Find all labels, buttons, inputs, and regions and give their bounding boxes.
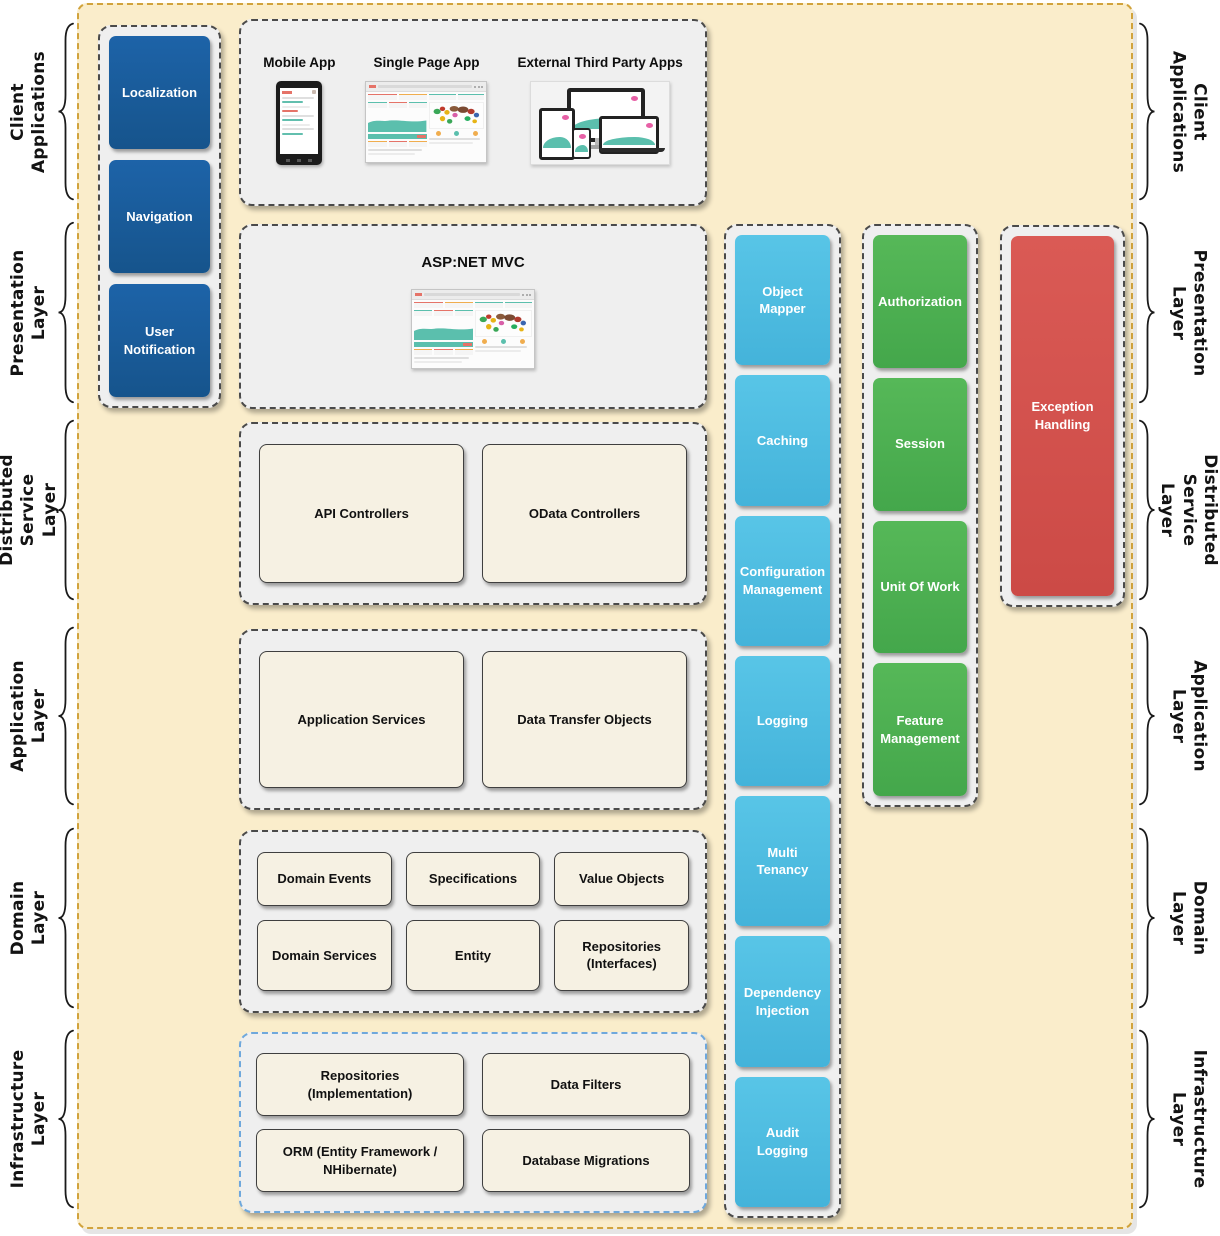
panel-presentation-layer: ASP:NET MVC [239,224,707,409]
column-exception-handling: Exception Handling [1000,225,1125,607]
box-database-migrations: Database Migrations [482,1129,690,1192]
box-value-objects: Value Objects [554,852,689,906]
panel-domain-layer: Domain Events Specifications Value Objec… [239,830,707,1013]
box-repositories-interfaces: Repositories (Interfaces) [554,919,689,991]
figure-external-third-party-apps: External Third Party Apps [517,55,683,165]
node-multi-tenancy: Multi Tenancy [735,796,830,927]
panel-infrastructure-layer: Repositories (Implementation) Data Filte… [239,1032,707,1213]
curly-brace [1137,417,1157,603]
browser-toolbar [412,290,534,300]
asp-net-mvc-image [411,289,535,369]
box-orm: ORM (Entity Framework / NHibernate) [256,1129,464,1192]
column-cross-cutting-b: Authorization Session Unit Of Work Featu… [862,224,978,807]
asp-net-mvc-title: ASP:NET MVC [421,254,525,271]
curly-brace [56,825,76,1011]
curly-brace [56,624,76,808]
world-map-graphic [428,102,485,129]
layer-label-client-applications-left: Client Applications [0,20,77,203]
node-unit-of-work: Unit Of Work [873,520,967,654]
node-navigation: Navigation [109,160,210,273]
box-specifications: Specifications [405,852,541,906]
layer-label-domain-layer-left: Domain Layer [0,825,77,1011]
external-third-party-apps-label: External Third Party Apps [517,55,683,70]
layer-label-application-layer-left: Application Layer [0,624,77,808]
tablet-mockup [539,108,576,160]
panel-distributed-service-layer: API Controllers OData Controllers [239,422,707,605]
node-user-notification: User Notification [109,284,210,397]
laptop-mockup [599,116,660,154]
node-session: Session [873,377,967,511]
curly-brace [1137,20,1157,203]
node-exception-handling: Exception Handling [1011,236,1114,596]
curly-brace [1137,624,1157,808]
layer-label-infrastructure-layer-left: Infrastructure Layer [0,1027,77,1211]
node-feature-management: Feature Management [873,663,967,796]
smartphone-mockup [572,128,592,159]
single-page-app-image [365,81,488,163]
column-ui-components: Localization Navigation User Notificatio… [98,25,221,408]
box-domain-events: Domain Events [257,852,392,906]
layer-label-presentation-layer-right: Presentation Layer [1136,219,1220,406]
node-caching: Caching [735,375,830,506]
curly-brace [56,20,76,203]
curly-brace [56,417,76,603]
node-logging: Logging [735,655,830,787]
node-audit-logging: Audit Logging [735,1076,830,1207]
box-entity: Entity [405,919,541,991]
figure-mobile-app: Mobile App [263,55,335,165]
world-map-graphic [475,310,532,337]
box-api-controllers: API Controllers [259,444,464,583]
layer-label-distributed-service-layer-right: Distributed Service Layer [1136,417,1220,603]
curly-brace [1137,825,1157,1011]
box-application-services: Application Services [259,651,464,788]
single-page-app-label: Single Page App [373,55,480,70]
layer-label-distributed-service-layer-left: Distributed Service Layer [0,417,77,603]
mobile-app-label: Mobile App [263,55,336,70]
node-localization: Localization [109,36,210,149]
panel-application-layer: Application Services Data Transfer Objec… [239,629,707,810]
mobile-app-image [276,81,323,165]
node-dependency-injection: Dependency Injection [735,936,830,1067]
figure-single-page-app: Single Page App [365,55,488,163]
box-domain-services: Domain Services [257,919,392,991]
node-configuration-management: Configuration Management [735,515,830,646]
box-data-transfer-objects: Data Transfer Objects [482,651,687,788]
phone-nav-buttons [276,159,322,162]
column-cross-cutting-a: Object Mapper Caching Configuration Mana… [724,224,841,1218]
area-chart-graphic [368,120,427,132]
panel-client-applications: Mobile App Single Page App [239,19,707,206]
phone-screen [280,88,319,154]
layer-label-infrastructure-layer-right: Infrastructure Layer [1136,1027,1220,1211]
box-data-filters: Data Filters [482,1053,690,1116]
browser-toolbar [366,82,487,92]
area-chart-graphic [414,328,474,340]
box-repositories-implementation: Repositories (Implementation) [256,1053,464,1116]
curly-brace [56,219,76,406]
external-third-party-apps-image [530,81,671,165]
layer-label-presentation-layer-left: Presentation Layer [0,219,77,406]
layer-label-application-layer-right: Application Layer [1136,624,1220,808]
curly-brace [1137,219,1157,406]
diagram-board: Localization Navigation User Notificatio… [77,3,1133,1229]
node-object-mapper: Object Mapper [735,235,830,366]
layer-label-domain-layer-right: Domain Layer [1136,825,1220,1011]
curly-brace [56,1027,76,1211]
node-authorization: Authorization [873,235,967,368]
curly-brace [1137,1027,1157,1211]
layer-label-client-applications-right: Client Applications [1136,20,1220,203]
box-odata-controllers: OData Controllers [482,444,687,583]
